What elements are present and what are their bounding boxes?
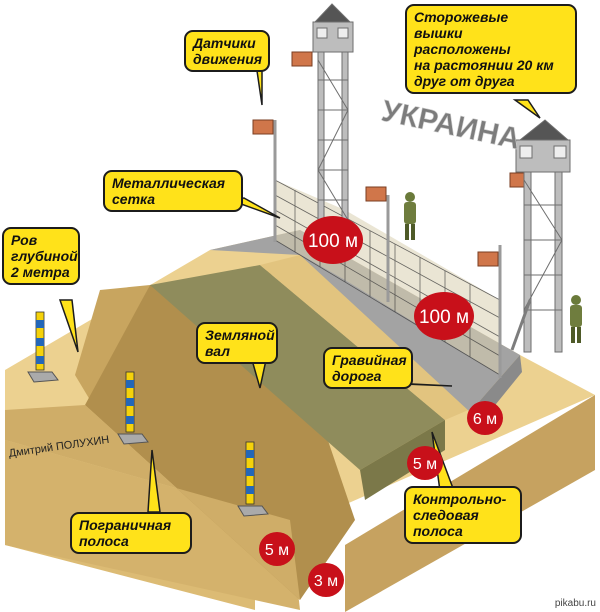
callout-metal-mesh: Металлическая сетка (103, 170, 243, 212)
distance-badge-fence-left: 100 м (303, 216, 363, 264)
callout-control-strip: Контрольно- следовая полоса (404, 486, 522, 544)
distance-badge-control-strip: 5 м (407, 446, 443, 480)
svg-text:3 м: 3 м (314, 573, 338, 590)
earth-rampart (150, 265, 445, 470)
rampart-side (360, 420, 445, 500)
watermark: pikabu.ru (554, 598, 596, 609)
distance-badge-border-strip: 5 м (259, 532, 295, 566)
svg-text:5 м: 5 м (413, 456, 437, 473)
gravel-road (210, 230, 520, 412)
watch-tower-right-icon (510, 119, 571, 353)
distance-badge-ditch: 3 м (308, 563, 344, 597)
svg-text:6 м: 6 м (473, 411, 497, 428)
callout-border-strip: Пограничная полоса (70, 512, 192, 554)
callout-ditch: Ров глубиной 2 метра (2, 227, 80, 285)
ditch-near-wall (5, 405, 300, 600)
distance-badge-road: 6 м (467, 401, 503, 435)
svg-text:5 м: 5 м (265, 542, 289, 559)
control-strip (260, 255, 480, 420)
soldier-icon (404, 192, 582, 343)
callout-motion-sensors: Датчики движения (184, 30, 270, 72)
ditch-far-wall (75, 285, 150, 400)
callout-leaders (58, 63, 541, 513)
svg-text:100 м: 100 м (419, 307, 469, 328)
svg-text:100 м: 100 м (308, 231, 358, 252)
callout-watch-towers: Сторожевые вышки расположены на растояни… (405, 4, 577, 94)
callout-earth-rampart: Земляной вал (196, 322, 278, 364)
border-pillar-icon (27, 311, 269, 517)
distance-badge-fence-right: 100 м (414, 292, 474, 340)
watch-tower-left-icon (312, 3, 354, 223)
country-label: УКРАИНА (379, 95, 524, 157)
callout-gravel-road: Гравийная дорога (323, 347, 413, 389)
